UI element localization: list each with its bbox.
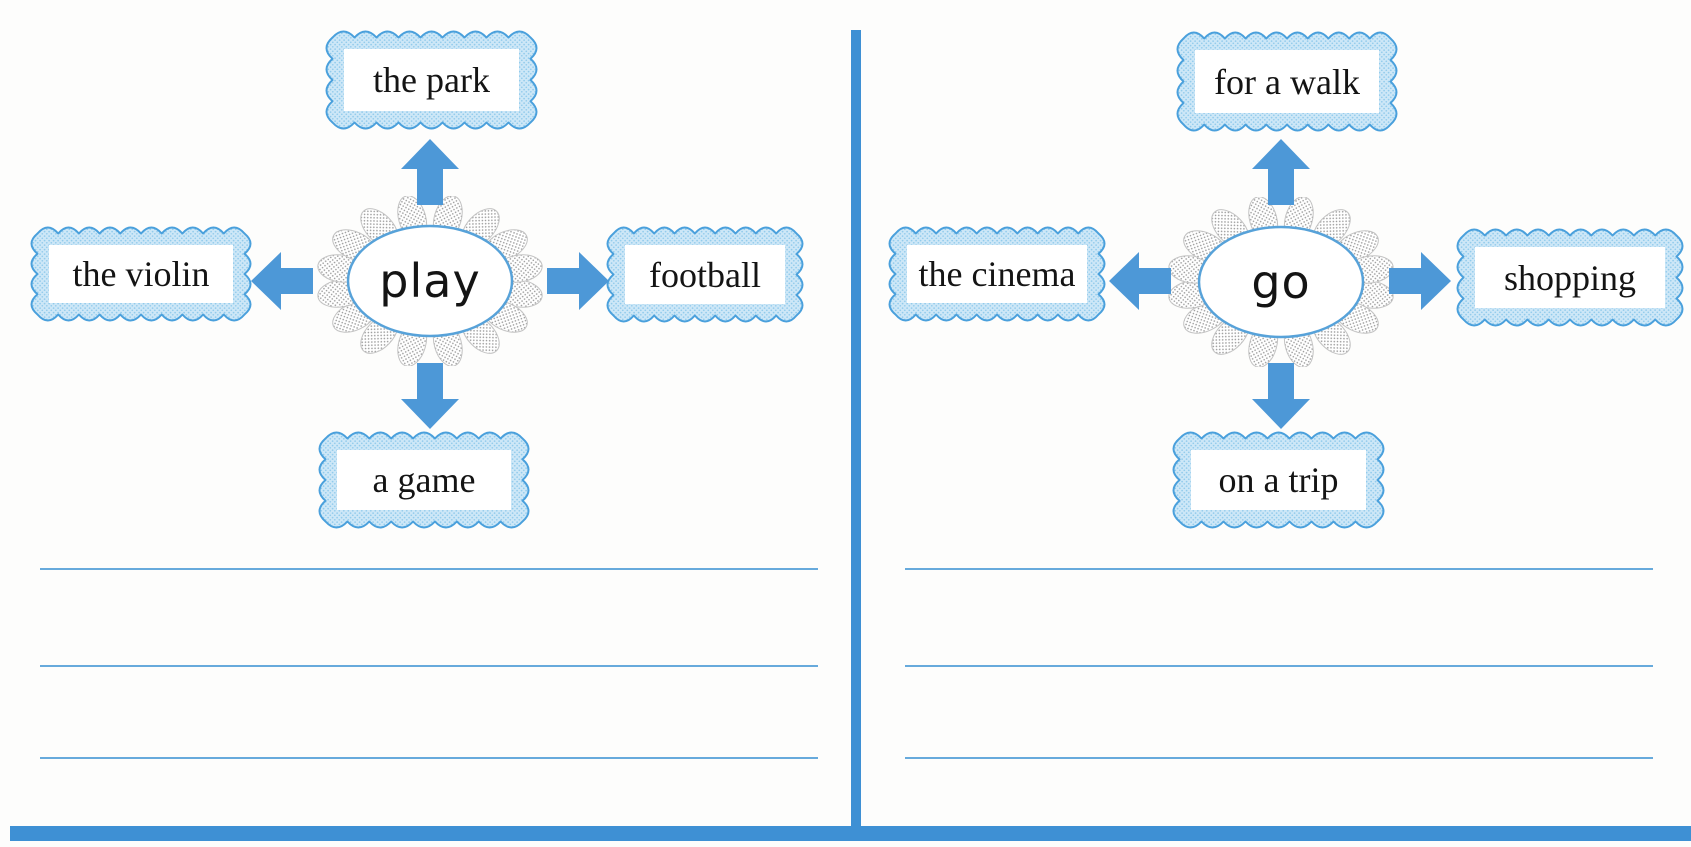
writing-line [40, 665, 818, 667]
word-box-the-cinema: the cinema [888, 226, 1106, 322]
writing-line [905, 568, 1653, 570]
word-box-for-a-walk: for a walk [1176, 31, 1398, 132]
writing-line [40, 757, 818, 759]
word-box-label: a game [372, 460, 476, 500]
word-box-label: football [649, 254, 761, 295]
wavy-frame [30, 226, 252, 322]
word-box-label: on a trip [1218, 460, 1339, 500]
arrow-down-icon [1252, 363, 1310, 429]
arrow-up-icon [401, 139, 459, 205]
word-box-football: football [606, 226, 804, 323]
word-box-the-violin: the violin [30, 226, 252, 322]
arrow-left-icon [1109, 252, 1171, 310]
word-box-shopping: shopping [1456, 228, 1684, 327]
arrow-up-icon [1252, 139, 1310, 205]
wavy-frame [888, 226, 1106, 322]
flower-graphic [1168, 197, 1394, 367]
wavy-frame [325, 30, 538, 130]
writing-line [905, 757, 1653, 759]
word-box-the-park: the park [325, 30, 538, 130]
wavy-frame [1456, 228, 1684, 327]
word-box-label: the violin [72, 254, 210, 294]
wavy-frame [318, 431, 530, 529]
writing-line [905, 665, 1653, 667]
word-box-label: shopping [1503, 257, 1636, 298]
arrow-left-icon [251, 252, 313, 310]
center-word: play [379, 254, 481, 308]
arrow-right-icon [547, 252, 609, 310]
center-flower-play: play [315, 196, 545, 366]
bottom-border-bar [10, 826, 1691, 841]
center-flower-go: go [1166, 197, 1396, 367]
arrow-down-icon [401, 363, 459, 429]
writing-line [40, 568, 818, 570]
word-box-label: for a walk [1214, 61, 1360, 102]
word-box-label: the park [373, 60, 490, 100]
wavy-frame [606, 226, 804, 323]
wavy-frame [1176, 31, 1398, 132]
word-box-label: the cinema [918, 254, 1076, 294]
wavy-frame [1172, 431, 1385, 529]
word-box-on-a-trip: on a trip [1172, 431, 1385, 529]
panel-divider [851, 30, 861, 841]
word-box-a-game: a game [318, 431, 530, 529]
center-word: go [1251, 255, 1311, 309]
arrow-right-icon [1389, 252, 1451, 310]
flower-graphic [317, 196, 543, 366]
